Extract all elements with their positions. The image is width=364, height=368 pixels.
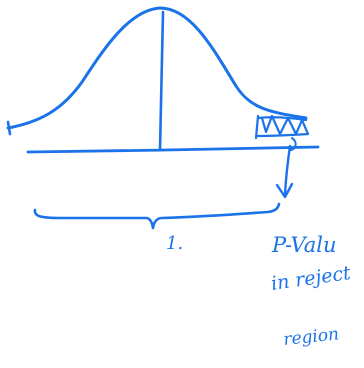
pvalue-arrow-loop bbox=[289, 137, 297, 151]
note-line-2: in reject bbox=[270, 262, 353, 295]
mean-line bbox=[158, 10, 165, 152]
pvalue-arrow-head bbox=[275, 182, 294, 199]
ink-group bbox=[6, 6, 320, 230]
rejection-region-hatching bbox=[254, 114, 310, 140]
horizontal-axis bbox=[26, 145, 320, 154]
note-line-1: P-Valu bbox=[271, 233, 337, 257]
bell-curve bbox=[6, 6, 308, 130]
total-area-brace bbox=[33, 202, 281, 230]
brace-value-label: 1. bbox=[166, 233, 183, 254]
note-line-3: region bbox=[282, 324, 339, 350]
curve-left-tick bbox=[6, 120, 12, 136]
